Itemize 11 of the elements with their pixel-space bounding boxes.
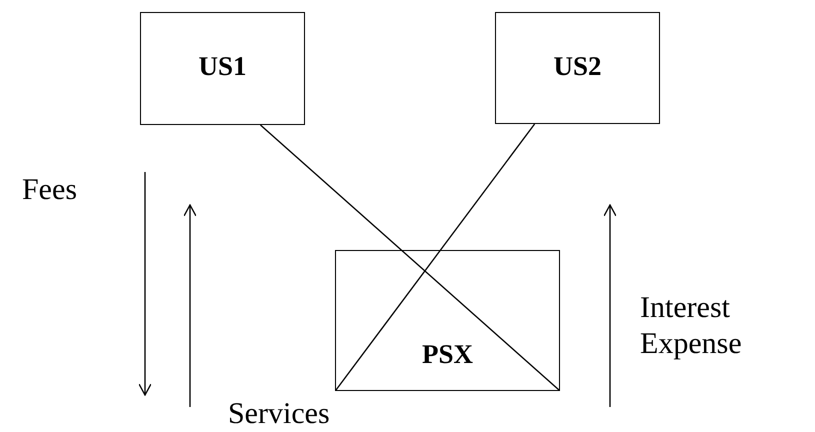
entity-box bbox=[335, 250, 560, 391]
flow-label: Services bbox=[228, 396, 331, 432]
connector-line bbox=[335, 124, 536, 390]
entity-name: PSX bbox=[420, 339, 474, 370]
entity-box bbox=[495, 12, 660, 124]
flow-label: Interest Expense bbox=[640, 290, 743, 362]
entity-name: US2 bbox=[552, 51, 602, 82]
connector-line bbox=[260, 124, 560, 390]
flow-label: Fees bbox=[22, 172, 78, 208]
entity-name: US1 bbox=[197, 51, 248, 82]
entity-box bbox=[140, 12, 305, 125]
